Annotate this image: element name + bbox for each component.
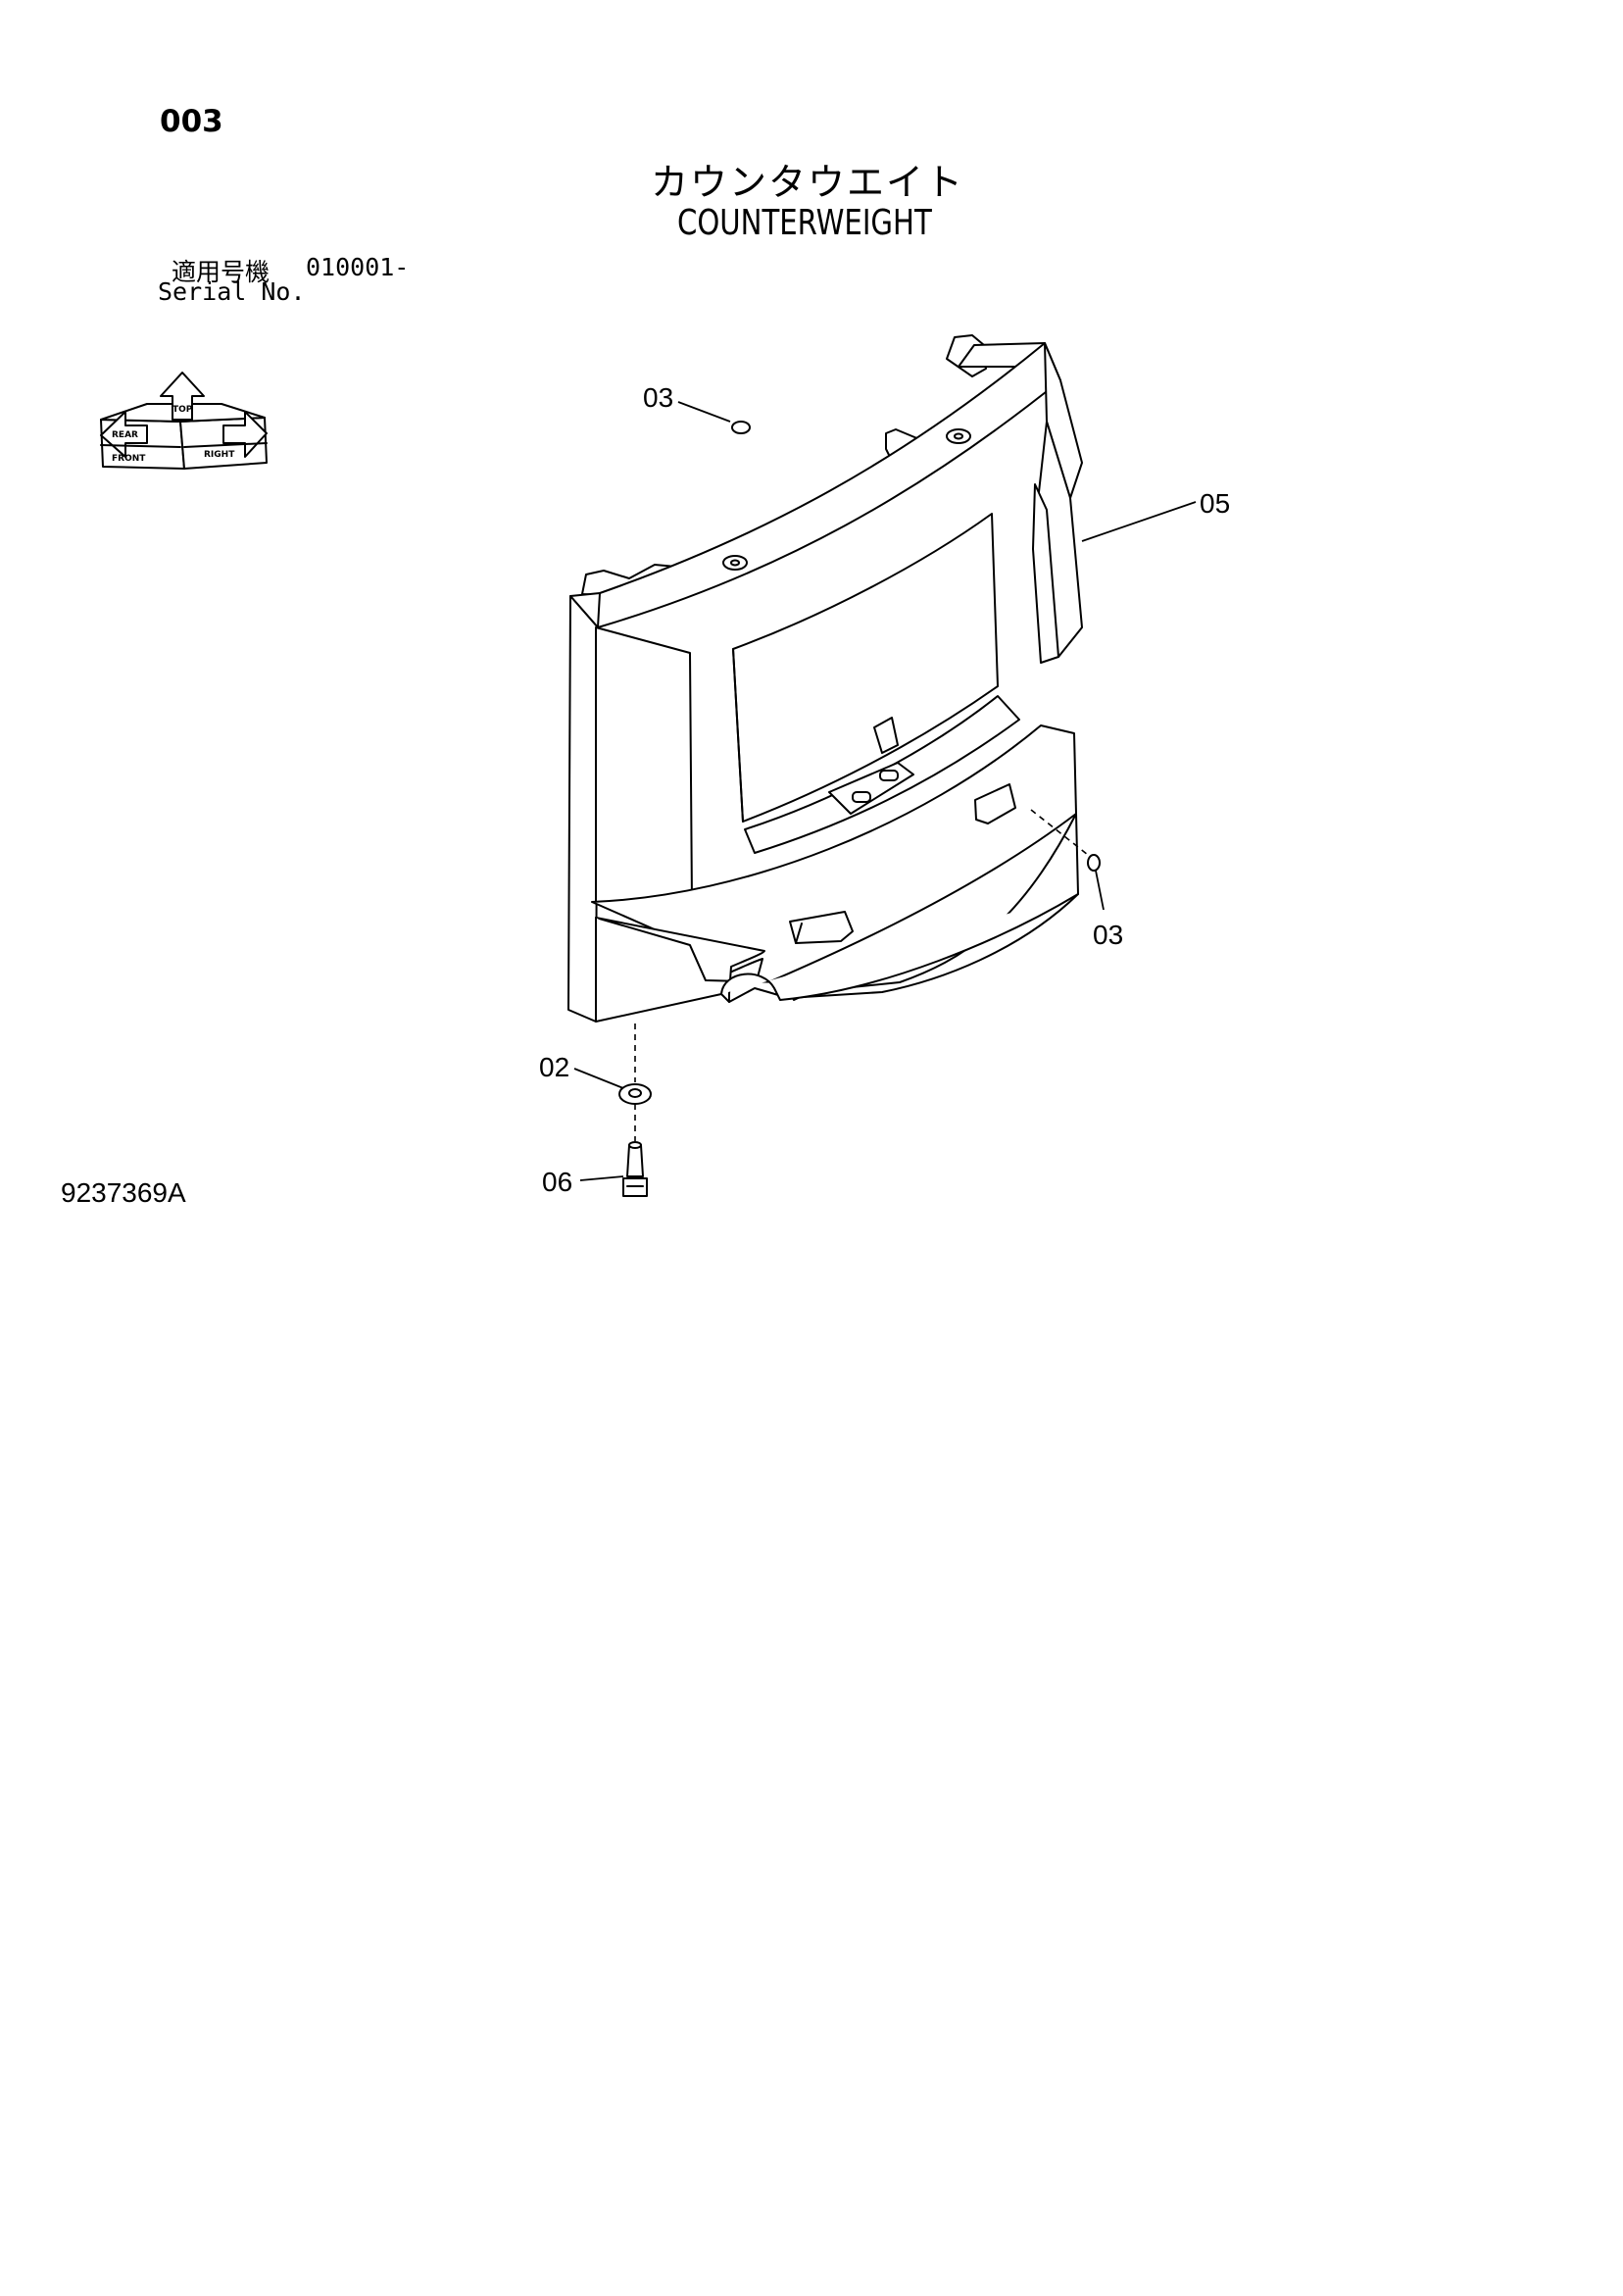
serial-label-english: Serial No. [158,277,306,306]
callout-02: 02 [539,1052,570,1082]
cap-03-top [731,421,751,434]
leader-lines [573,401,1197,1181]
drawing-number: 9237369A [61,1177,186,1208]
page-number: 003 [160,104,223,139]
cap-03-side [1087,854,1101,872]
orientation-front-label: FRONT [112,454,146,464]
washer-02 [618,1083,652,1105]
title-english: COUNTERWEIGHT [677,203,932,243]
orientation-right-label: RIGHT [204,450,235,460]
callout-05: 05 [1200,488,1231,519]
bolt-06 [622,1141,648,1197]
assembly-lines [634,809,1089,1141]
counterweight-part [567,334,1083,1023]
orientation-top-label: TOP [172,405,193,415]
serial-label-japanese: 適用号機 [172,258,270,286]
callout-03-side: 03 [1093,920,1124,950]
orientation-rear-label: REAR [112,430,138,440]
orientation-cube-icon: FRONT RIGHT REAR TOP [100,372,268,470]
callout-03-top: 03 [643,382,674,413]
title-japanese: カウンタウエイト [651,161,965,204]
serial-value: 010001- [306,253,410,281]
callout-06: 06 [542,1167,573,1197]
